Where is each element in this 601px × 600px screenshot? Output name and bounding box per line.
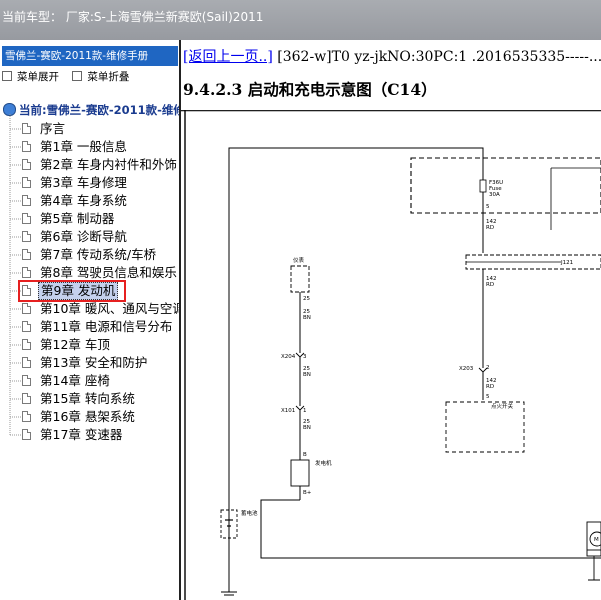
starter-motor-symbol — [589, 531, 601, 547]
wire-size-c: 142 — [486, 378, 497, 384]
wire-size-d: 25 — [303, 309, 310, 315]
tree-root[interactable]: 当前:雪佛兰-赛欧-2011款-维修手册 — [3, 102, 180, 118]
expand-menu-button[interactable]: 菜单展开 — [2, 71, 59, 83]
title-bar: 当前车型： 厂家:S-上海雪佛兰新赛欧(Sail)2011 — [0, 0, 601, 40]
document-icon — [22, 249, 31, 260]
ref-text: [362-w]T0 yz-jkNO:30PC:1 .2016535335----… — [272, 49, 601, 65]
tree-item-label: 第8章 驾驶员信息和娱乐 — [40, 265, 177, 280]
wire-color-c: RD — [486, 384, 494, 390]
x204-label: X204 — [281, 354, 296, 360]
generator-label: 发电机 — [315, 459, 332, 467]
expand-icon — [2, 71, 12, 81]
wire-bus-top — [228, 147, 484, 590]
content-pane: [返回上一页..] [362-w]T0 yz-jkNO:30PC:1 .2016… — [181, 40, 601, 600]
tree-lines — [9, 114, 21, 436]
document-icon — [22, 357, 31, 368]
pin-b: B — [303, 452, 307, 458]
pin-5: 5 — [486, 394, 490, 400]
sidebar: 雪佛兰-赛欧-2011款-维修手册 菜单展开 菜单折叠 当前:雪佛兰-赛欧-20… — [0, 40, 180, 600]
document-icon — [22, 267, 31, 278]
wire-color-a: RD — [486, 225, 494, 231]
document-icon — [22, 177, 31, 188]
x203-label: X203 — [459, 366, 474, 372]
fuse-type-label: Fuse — [489, 186, 502, 192]
document-icon — [22, 213, 31, 224]
tree-item-label: 第15章 转向系统 — [40, 391, 135, 406]
tree-item-label: 序言 — [40, 121, 66, 136]
tree-item-label: 第6章 诊断导航 — [40, 229, 127, 244]
ignition-switch-label: 点火开关 — [491, 402, 514, 410]
tree-item-label: 第14章 座椅 — [40, 373, 110, 388]
fuse-name-label: F36U — [489, 180, 503, 186]
tree-item-label: 第16章 悬架系统 — [40, 409, 135, 424]
wire-color-f: BN — [303, 425, 311, 431]
wire-size-b: 142 — [486, 276, 497, 282]
document-icon — [22, 321, 31, 332]
x203-pin: 2 — [486, 365, 490, 371]
battery-label: 蓄电池 — [241, 509, 258, 517]
sidebar-header: 雪佛兰-赛欧-2011款-维修手册 — [2, 46, 178, 66]
selection-highlight-box — [18, 280, 126, 302]
tree-item-label: 第13章 安全和防护 — [40, 355, 148, 370]
back-link[interactable]: [返回上一页..] — [183, 49, 273, 65]
window-title: 当前车型： 厂家:S-上海雪佛兰新赛欧(Sail)2011 — [2, 10, 264, 24]
tree-item-label: 第10章 暖风、通风与空调 — [40, 301, 180, 316]
nav-line: [返回上一页..] [362-w]T0 yz-jkNO:30PC:1 .2016… — [183, 46, 601, 66]
document-icon — [22, 195, 31, 206]
ignition-switch-box — [445, 401, 525, 453]
cluster-box — [290, 265, 310, 293]
collapse-menu-button[interactable]: 菜单折叠 — [72, 71, 129, 83]
globe-icon — [3, 103, 16, 116]
tree-item-label: 第2章 车身内衬件和外饰 — [40, 157, 177, 172]
sidebar-toolbar: 菜单展开 菜单折叠 — [2, 69, 139, 84]
pin-bplus: B+ — [303, 490, 312, 496]
wire-color-e: BN — [303, 372, 311, 378]
document-icon — [22, 339, 31, 350]
tree-item-label: 第9章 发动机 — [38, 282, 119, 300]
tree-item-label: 第11章 电源和信号分布 — [40, 319, 173, 334]
document-icon — [22, 411, 31, 422]
tree-item-label: 第7章 传动系统/车桥 — [40, 247, 157, 262]
x101-pin: 1 — [303, 408, 307, 414]
document-icon — [22, 393, 31, 404]
pane-splitter[interactable] — [179, 40, 181, 600]
document-icon — [22, 123, 31, 134]
wire-size-e: 25 — [303, 366, 310, 372]
document-icon — [22, 375, 31, 386]
tree-item-label: 第12章 车顶 — [40, 337, 110, 352]
tree-item-label: 第3章 车身修理 — [40, 175, 127, 190]
collapse-icon — [72, 71, 83, 81]
wire-bplus-to-starter — [260, 499, 601, 559]
document-icon — [22, 141, 31, 152]
document-icon — [22, 303, 31, 314]
splice-label: J121 — [560, 260, 573, 266]
wiring-diagram: F36U Fuse 30A 5 142 RD J121 142 RD X203 … — [181, 110, 601, 600]
wire-size-f: 25 — [303, 419, 310, 425]
x204-pin: 3 — [303, 354, 307, 360]
document-icon — [22, 231, 31, 242]
fuse-amp-label: 30A — [489, 192, 500, 198]
tree-root-label: 当前:雪佛兰-赛欧-2011款-维修手册 — [19, 103, 180, 117]
wire-size-a: 142 — [486, 219, 497, 225]
wire-color-b: RD — [486, 282, 494, 288]
document-icon — [22, 159, 31, 170]
wire-color-d: BN — [303, 315, 311, 321]
fuse-symbol — [479, 179, 487, 193]
cluster-label: 仪表 — [293, 256, 305, 264]
document-icon — [22, 429, 31, 440]
document-icon — [22, 285, 31, 296]
fuse-block-box — [410, 157, 601, 214]
generator-box — [290, 459, 310, 487]
tree-item-label: 第17章 变速器 — [40, 427, 123, 442]
tree-item-label: 第5章 制动器 — [40, 211, 115, 226]
tree-item-label: 第1章 一般信息 — [40, 139, 127, 154]
x101-label: X101 — [281, 408, 295, 414]
pin-25: 25 — [303, 296, 310, 302]
motor-label: M — [594, 537, 599, 543]
section-title: 9.4.2.3 启动和充电示意图（C14） — [183, 80, 437, 99]
wire-gauge-a: 5 — [486, 204, 490, 210]
tree-item-label: 第4章 车身系统 — [40, 193, 127, 208]
